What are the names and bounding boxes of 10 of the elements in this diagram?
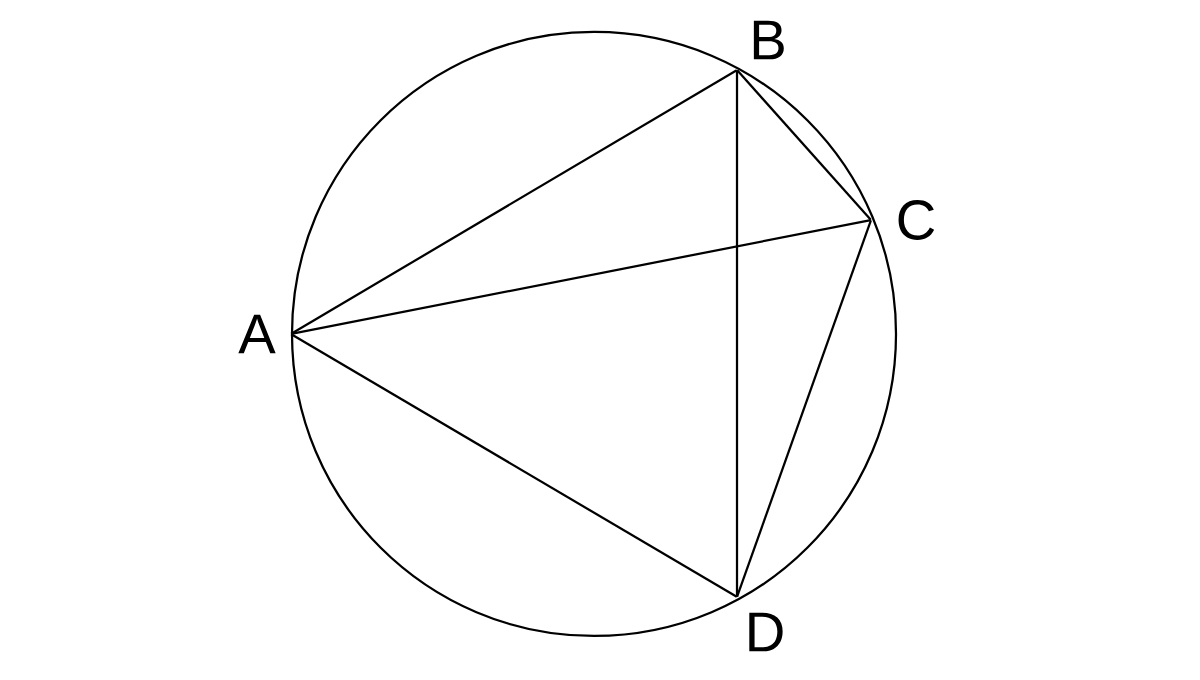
chord <box>735 70 739 597</box>
point-label: C <box>898 200 935 240</box>
chord <box>290 69 738 335</box>
point-label: B <box>753 20 784 60</box>
point-label: A <box>238 314 276 354</box>
chord <box>291 218 871 336</box>
chord <box>290 333 738 598</box>
chord <box>736 219 872 598</box>
point-label: D <box>749 612 783 652</box>
chord <box>736 69 872 221</box>
